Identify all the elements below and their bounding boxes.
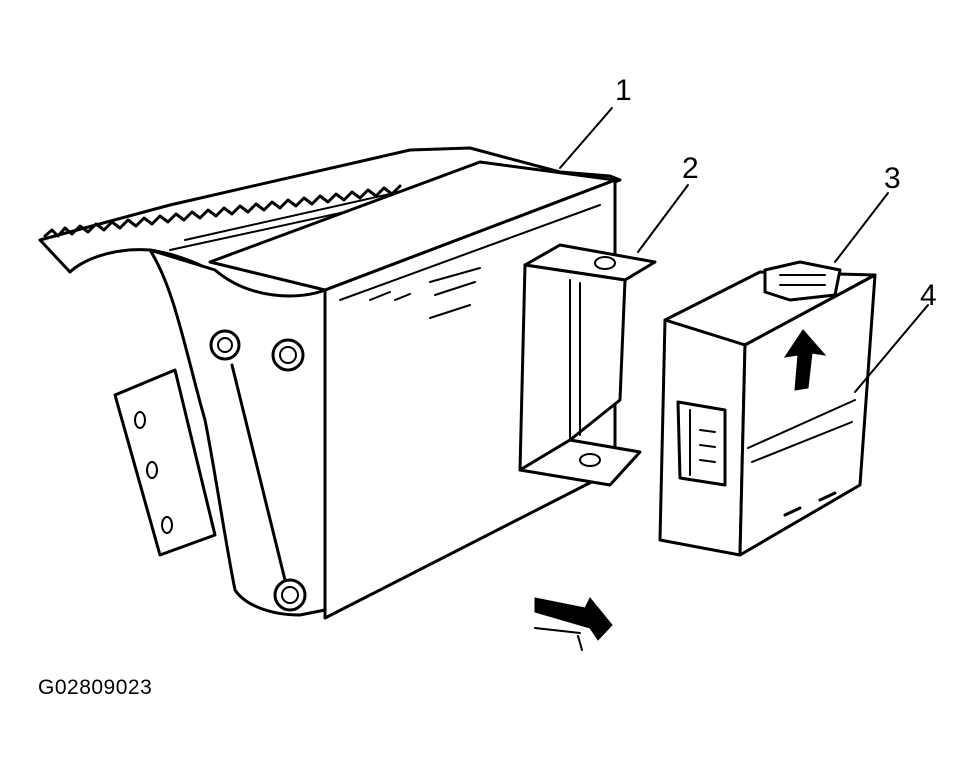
serrated-edge	[43, 184, 402, 238]
leader-line-2	[637, 184, 689, 253]
bolt-center	[281, 586, 299, 604]
connector-pins	[689, 409, 716, 476]
bolt-center	[279, 346, 297, 364]
bolt-head	[273, 578, 307, 612]
leader-line-4	[854, 304, 929, 393]
bracket-hole	[579, 453, 601, 467]
bracket-strut	[230, 363, 287, 582]
callout-3: 3	[884, 162, 901, 195]
module-bracket	[518, 243, 657, 487]
electronic-module	[658, 260, 877, 557]
forward-arrow-shadow	[534, 627, 583, 651]
bolt-center	[217, 337, 233, 353]
bracket-back	[518, 263, 627, 472]
leader-line-1	[559, 107, 613, 169]
module-foot	[783, 491, 837, 517]
connector-detail	[779, 274, 826, 286]
direction-arrow	[534, 597, 613, 651]
housing-top-face	[208, 160, 617, 292]
callout-1: 1	[615, 74, 632, 107]
bolt-head	[209, 329, 241, 361]
bracket-inner-edge	[569, 279, 581, 441]
forward-arrow-icon	[534, 597, 613, 641]
housing-label-line	[339, 204, 601, 301]
housing-label-text	[369, 267, 481, 319]
up-arrow-icon	[783, 329, 827, 391]
callout-4: 4	[920, 279, 937, 312]
plate-hole	[161, 516, 173, 534]
bracket-hole	[594, 256, 616, 270]
module-side-face	[738, 273, 877, 557]
leader-line-3	[834, 192, 889, 263]
module-top-connector	[763, 260, 842, 302]
module-label-line	[747, 399, 856, 463]
leader-lines	[559, 107, 929, 393]
bolt-head	[271, 338, 305, 372]
callout-2: 2	[682, 152, 699, 185]
plate-hole	[134, 411, 146, 429]
plate-hole	[146, 461, 158, 479]
figure-id: G02809023	[38, 676, 153, 699]
side-plate	[113, 368, 217, 557]
module-side-connector	[676, 400, 727, 487]
